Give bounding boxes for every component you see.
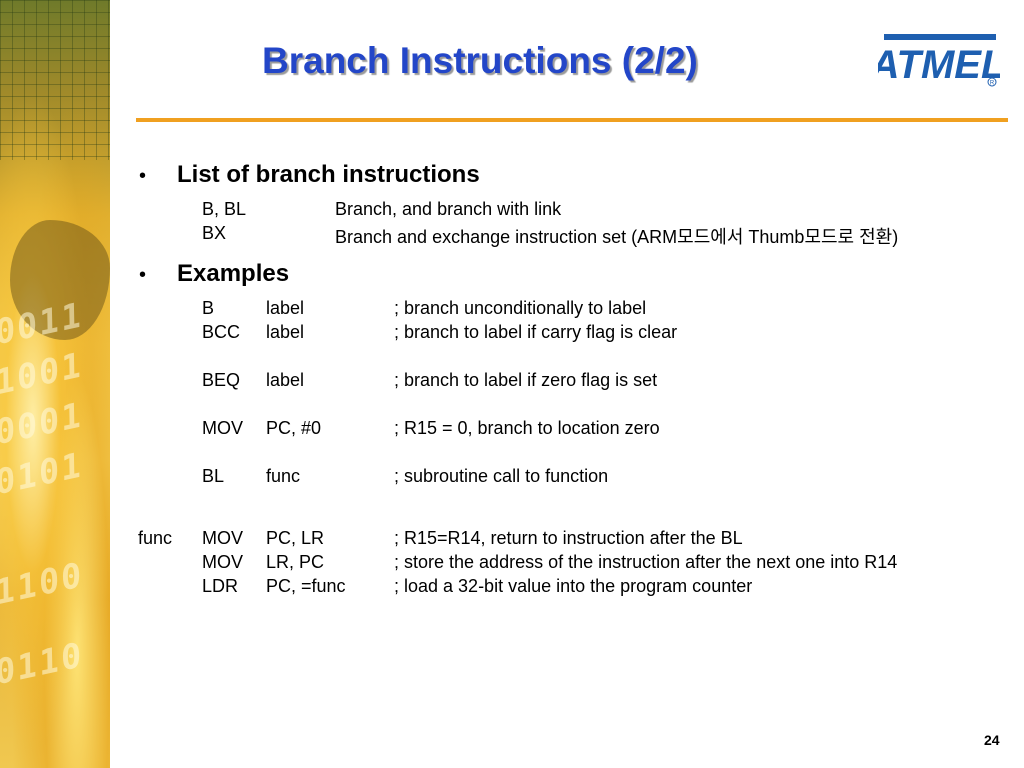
list-heading-text: List of branch instructions [177,161,480,188]
list-heading: • List of branch instructions [139,161,480,189]
bullet: • [139,264,147,286]
code-opcode: BEQ [202,370,241,390]
code-comment: ; store the address of the instruction a… [394,552,898,572]
code-label: func [138,528,173,548]
code-comment: ; R15=R14, return to instruction after t… [394,528,743,548]
code-operand: label [266,298,305,318]
examples-heading: • Examples [139,260,289,288]
code-operand: PC, #0 [266,418,322,438]
circuit-grid-decoration [0,0,110,160]
code-opcode: MOV [202,528,244,548]
code-opcode: B [202,298,215,318]
code-comment: ; branch to label if carry flag is clear [394,322,678,342]
code-opcode: BL [202,466,225,486]
bullet: • [139,165,147,187]
decorative-side-image: 0011 1001 0001 0101 1100 0110 [0,0,110,768]
atmel-logo: ATMEL R [878,34,1000,87]
binary-digits-decoration: 1100 [0,555,88,614]
examples-heading-text: Examples [177,260,290,287]
instr-description: Branch and exchange instruction set (ARM… [335,227,899,247]
code-comment: ; subroutine call to function [394,466,609,486]
code-opcode: BCC [202,322,241,342]
code-operand: label [266,322,305,342]
code-operand: func [266,466,301,486]
code-operand: PC, LR [266,528,325,548]
instr-description: Branch, and branch with link [335,199,562,219]
code-opcode: LDR [202,576,239,596]
slide-title: Branch Instructions (2/2) [262,40,698,81]
title-divider [136,118,1008,122]
svg-text:R: R [990,81,995,87]
code-comment: ; branch unconditionally to label [394,298,647,318]
code-operand: label [266,370,305,390]
code-operand: PC, =func [266,576,346,596]
code-comment: ; branch to label if zero flag is set [394,370,658,390]
logo-text: ATMEL [878,43,1000,87]
code-comment: ; R15 = 0, branch to location zero [394,418,660,438]
code-comment: ; load a 32-bit value into the program c… [394,576,753,596]
instr-mnemonic: BX [202,223,227,243]
instr-mnemonic: B, BL [202,199,247,219]
binary-digits-decoration: 0110 [0,635,88,694]
map-silhouette-decoration [10,220,110,340]
code-opcode: MOV [202,552,244,572]
page-number: 24 [984,732,1000,748]
code-opcode: MOV [202,418,244,438]
code-operand: LR, PC [266,552,325,572]
